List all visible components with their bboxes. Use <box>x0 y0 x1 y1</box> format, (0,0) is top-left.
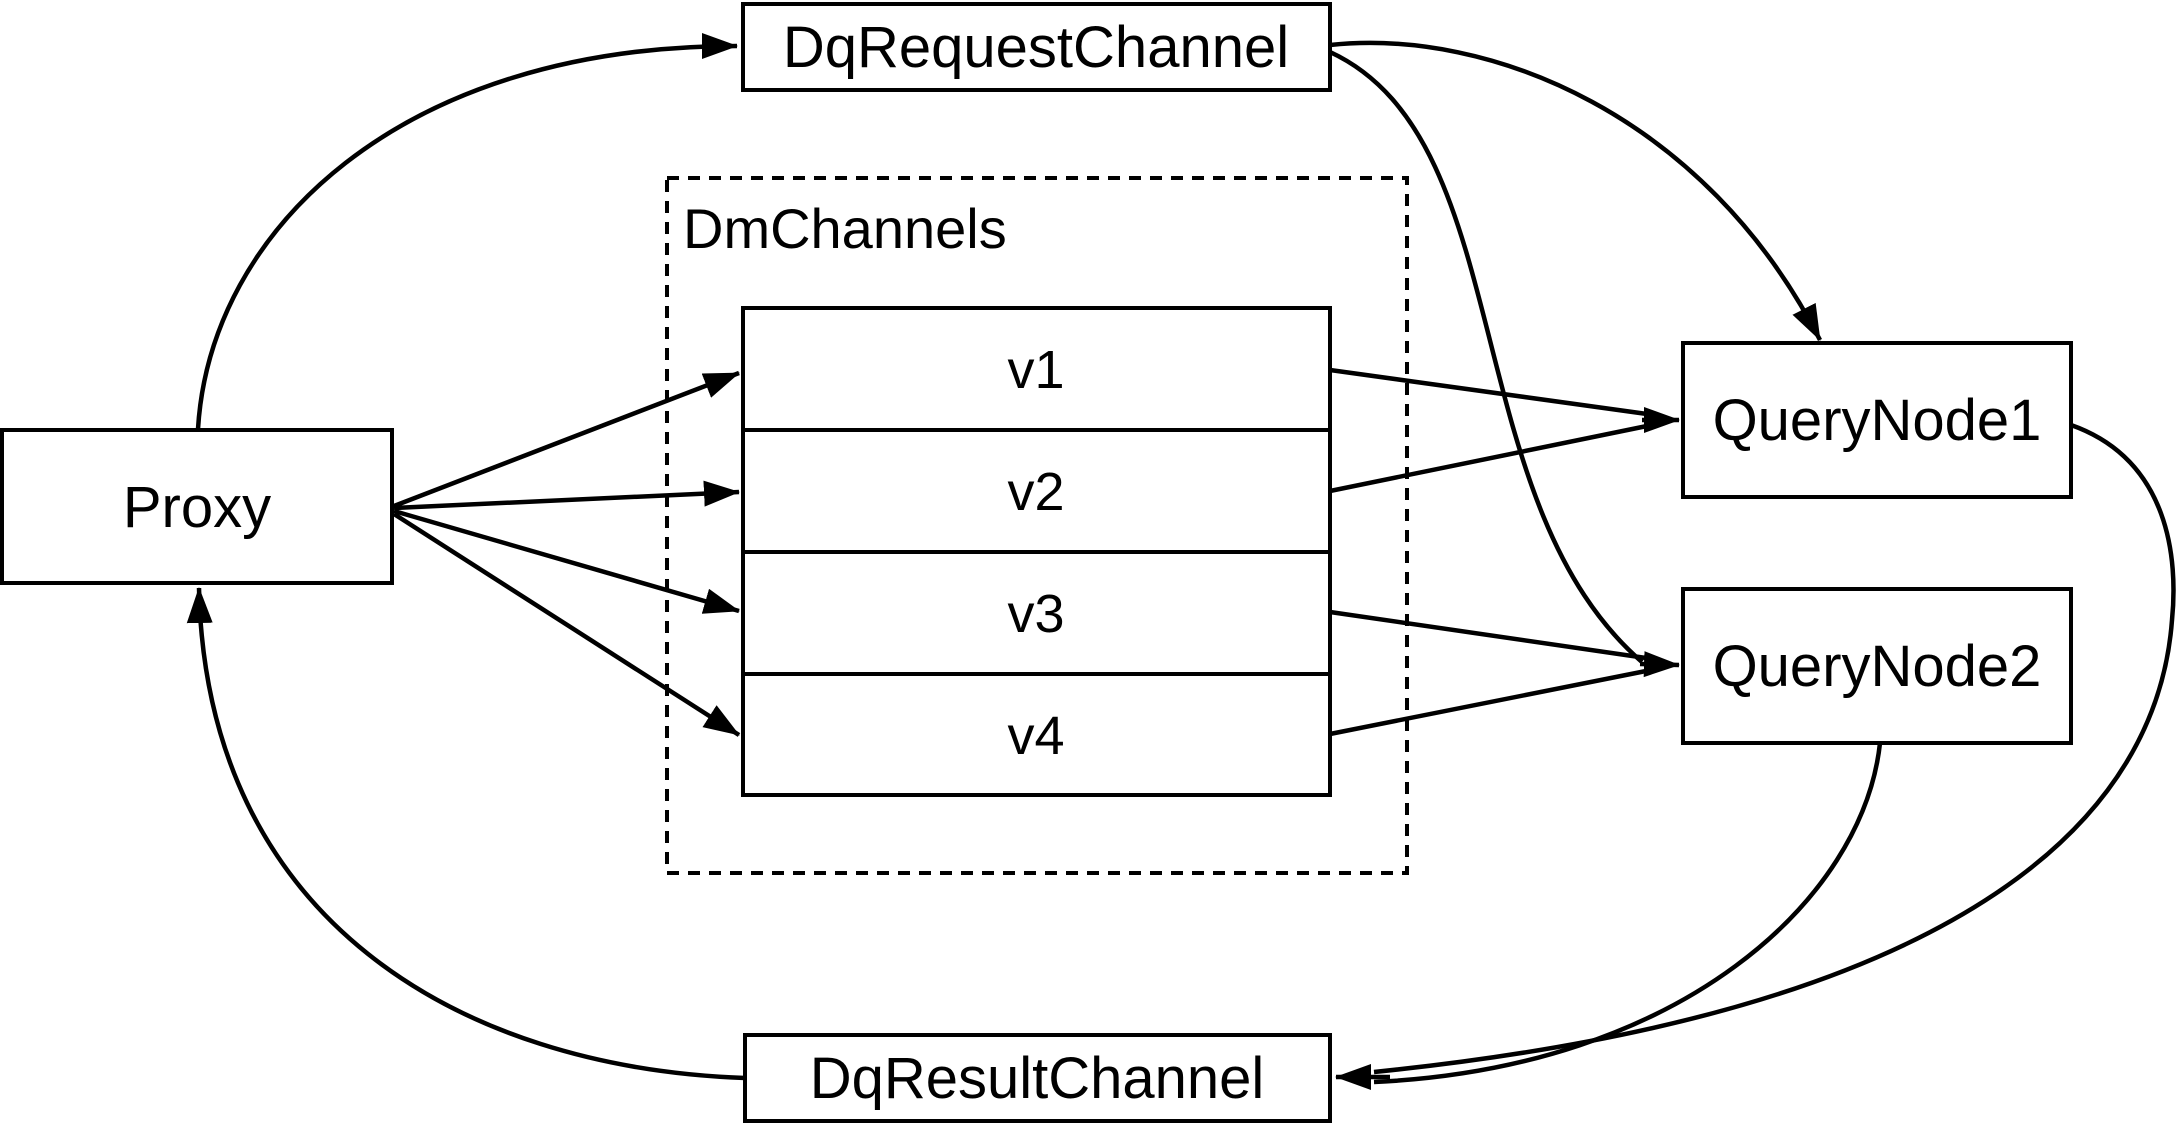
channel-row-v1: v1 <box>1007 340 1064 400</box>
edge-dqresultchannel-to-proxy <box>186 587 746 1081</box>
edge-arrowstub-querynode2-left <box>1639 651 1680 678</box>
edge-proxy-to-dqrequestchannel <box>195 33 738 430</box>
querynode2-box <box>1681 587 2073 745</box>
proxy-node: Proxy <box>0 428 394 585</box>
querynode2-label: QueryNode2 <box>1713 634 2042 699</box>
edge-v4-to-querynode2 <box>1329 668 1647 737</box>
edge-querynode2-to-dqresultchannel <box>1373 742 1883 1085</box>
edge-dqrequestchannel-to-querynode2 <box>1329 49 1644 664</box>
edge-v1-to-querynode1 <box>1329 367 1648 417</box>
querynode2-node: QueryNode2 <box>1681 587 2073 745</box>
dqrequestchannel-box <box>741 2 1332 92</box>
channel-row-v4: v4 <box>1007 706 1064 766</box>
dqrequestchannel-node: DqRequestChannel <box>741 2 1332 92</box>
edge-proxy-to-v3 <box>393 508 740 614</box>
querynode1-box <box>1681 341 2073 499</box>
edge-proxy-to-v4 <box>392 512 741 737</box>
dqresultchannel-box <box>743 1033 1332 1123</box>
dqresultchannel-label: DqResultChannel <box>810 1046 1265 1111</box>
proxy-box <box>0 428 394 585</box>
edge-dqrequestchannel-to-querynode1 <box>1329 40 1823 342</box>
channel-row-v3: v3 <box>1007 584 1064 644</box>
proxy-label: Proxy <box>123 475 271 540</box>
dmchannels-group-box <box>665 176 1409 875</box>
edge-proxy-to-v2 <box>393 480 740 511</box>
edge-v2-to-querynode1 <box>1329 423 1648 494</box>
edge-v3-to-querynode2 <box>1329 609 1647 661</box>
dmchannels-label: DmChannels <box>683 197 1007 260</box>
querynode1-label: QueryNode1 <box>1713 388 2042 453</box>
edge-proxy-to-v1 <box>393 370 740 509</box>
channel-row-v2: v2 <box>1007 462 1064 522</box>
dmchannels-stack: v1 v2 v3 v4 <box>741 306 1332 797</box>
querynode1-node: QueryNode1 <box>1681 341 2073 499</box>
dqrequestchannel-label: DqRequestChannel <box>783 15 1289 80</box>
edge-querynode1-to-dqresultchannel <box>1373 422 2176 1075</box>
dqresultchannel-node: DqResultChannel <box>743 1033 1332 1123</box>
